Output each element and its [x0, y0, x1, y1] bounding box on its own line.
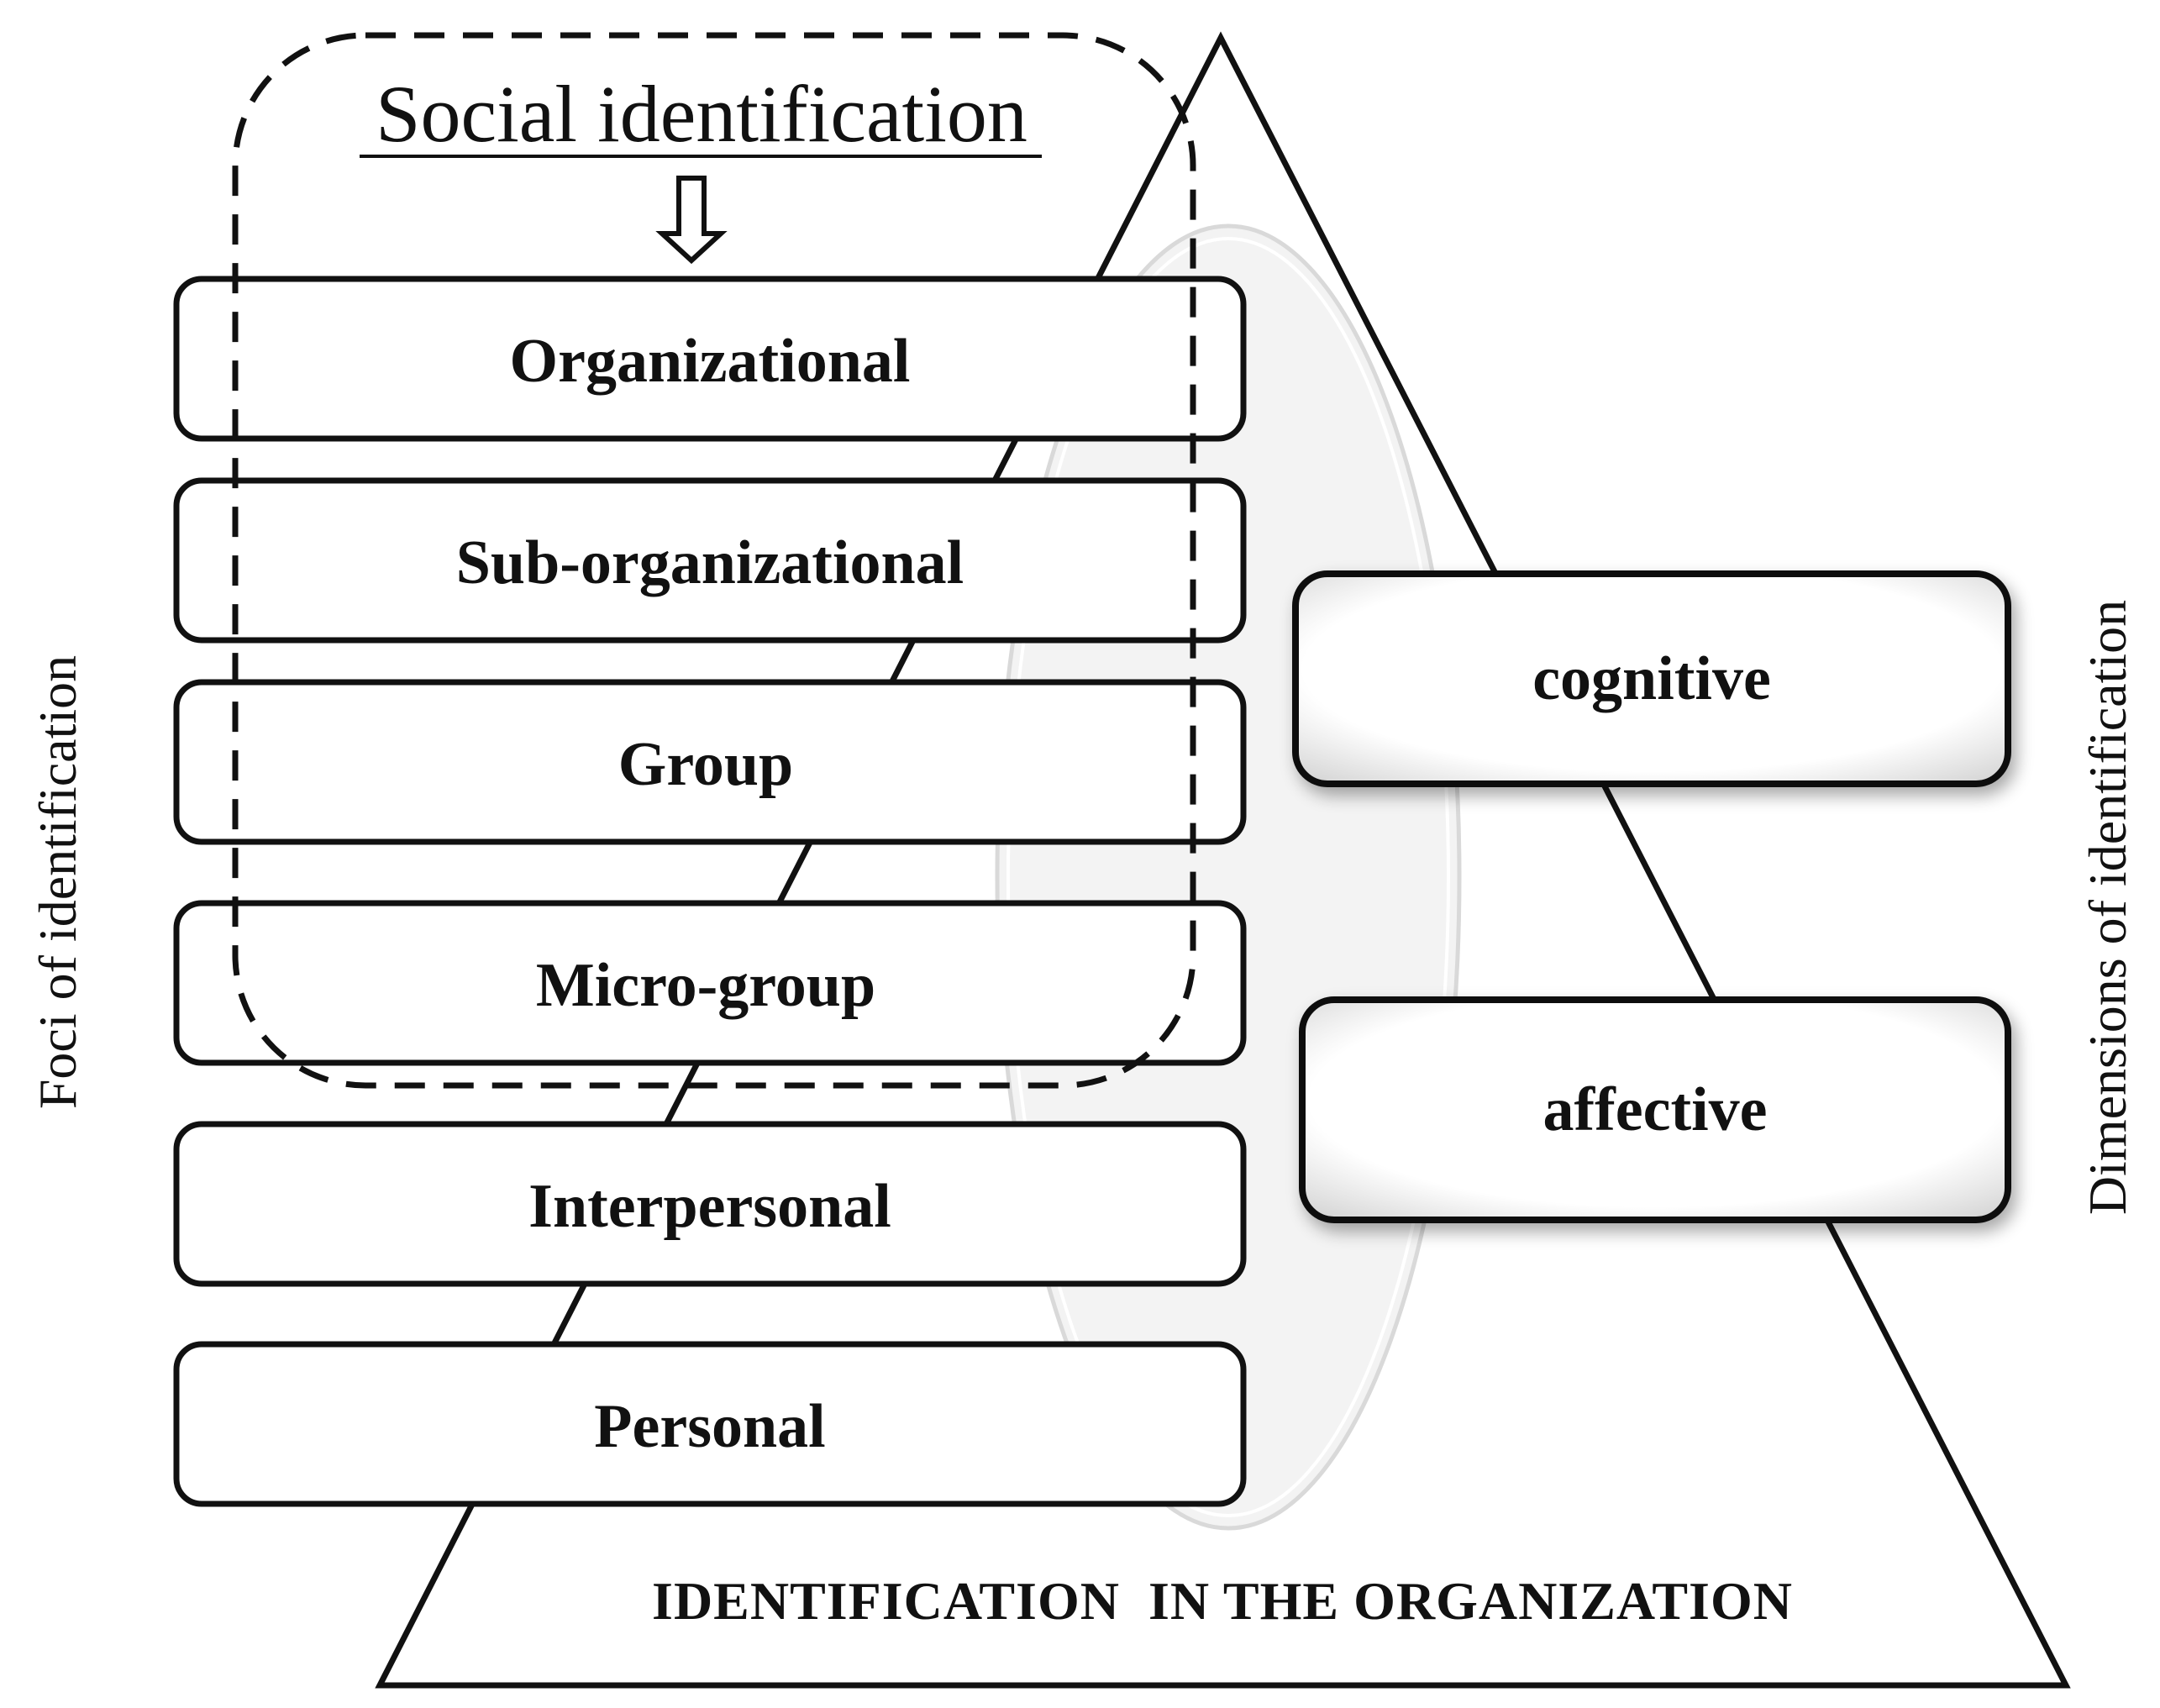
foci-label: Interpersonal: [528, 1172, 891, 1241]
foci-label: Personal: [594, 1392, 825, 1461]
foci-box-group: Group: [173, 679, 1247, 845]
dimensions-axis-label: Dimensions of identification: [2078, 600, 2137, 1215]
dimension-label-affective: affective: [1542, 1075, 1767, 1144]
foci-box-sub-organizational: Sub-organizational: [173, 477, 1247, 644]
foci-box-interpersonal: Interpersonal: [173, 1121, 1247, 1287]
dimension-box-cognitive: [1292, 570, 2011, 787]
social-identification-boundary: [232, 32, 1196, 1089]
foci-label: Group: [618, 730, 793, 799]
dimension-ellipse-inner: [1006, 237, 1450, 1517]
pyramid-base-label: IDENTIFICATION IN THE ORGANIZATION: [652, 1571, 1793, 1631]
foci-box-micro-group: Micro-group: [173, 900, 1247, 1066]
foci-box-personal: Personal: [173, 1341, 1247, 1507]
foci-label: Micro-group: [536, 951, 875, 1020]
down-arrow-icon: [655, 176, 728, 265]
dimension-box-affective: [1299, 996, 2011, 1223]
dimension-label-cognitive: cognitive: [1532, 644, 1771, 713]
foci-box-organizational: Organizational: [173, 276, 1247, 442]
foci-label: Organizational: [510, 327, 911, 396]
foci-axis-label: Foci of identification: [28, 655, 87, 1109]
social-identification-title: Social identification: [376, 69, 1027, 159]
foci-label: Sub-organizational: [456, 528, 964, 597]
